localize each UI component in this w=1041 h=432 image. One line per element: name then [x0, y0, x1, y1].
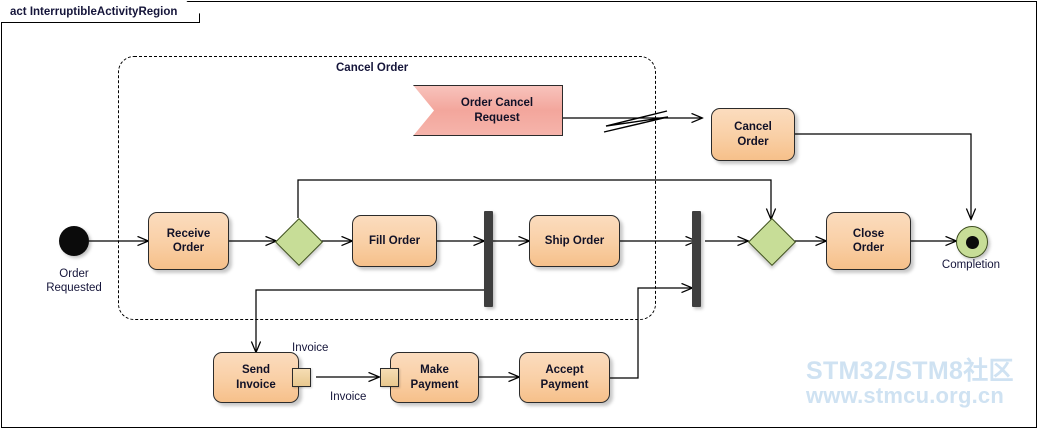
- watermark-line-1: STM32/STM8社区: [806, 357, 1014, 385]
- watermark-line-2: www.stmcu.org.cn: [806, 383, 1004, 409]
- initial-node[interactable]: [59, 226, 89, 256]
- diagram-frame-tab: act InterruptibleActivityRegion: [1, 1, 200, 23]
- input-pin-label-invoice: Invoice: [330, 391, 367, 403]
- action-send-invoice[interactable]: Send Invoice: [213, 352, 299, 403]
- watermark: STM32/STM8社区 www.stmcu.org.cn: [806, 357, 1014, 409]
- action-close-order[interactable]: Close Order: [826, 212, 911, 270]
- action-accept-payment[interactable]: Accept Payment: [519, 352, 610, 403]
- activity-final-inner-dot: [965, 235, 979, 249]
- interruptible-activity-region: [118, 56, 656, 320]
- join-node-1[interactable]: [692, 211, 701, 307]
- initial-node-label: Order Requested: [46, 268, 102, 295]
- activity-final-node[interactable]: [956, 226, 988, 258]
- output-pin-send-invoice[interactable]: [292, 368, 311, 387]
- input-pin-make-payment[interactable]: [380, 368, 399, 387]
- action-make-payment[interactable]: Make Payment: [390, 352, 479, 403]
- diagram-title: act InterruptibleActivityRegion: [10, 5, 178, 18]
- action-ship-order[interactable]: Ship Order: [529, 215, 620, 267]
- action-cancel-order[interactable]: Cancel Order: [711, 108, 795, 161]
- accept-event-order-cancel-request[interactable]: Order Cancel Request: [413, 85, 563, 136]
- fork-node-1[interactable]: [484, 211, 493, 307]
- output-pin-label-invoice: Invoice: [292, 342, 329, 354]
- interruptible-region-label: Cancel Order: [336, 62, 409, 74]
- action-fill-order[interactable]: Fill Order: [352, 215, 437, 267]
- activity-final-label: Completion: [941, 259, 1001, 271]
- action-receive-order[interactable]: Receive Order: [148, 212, 229, 270]
